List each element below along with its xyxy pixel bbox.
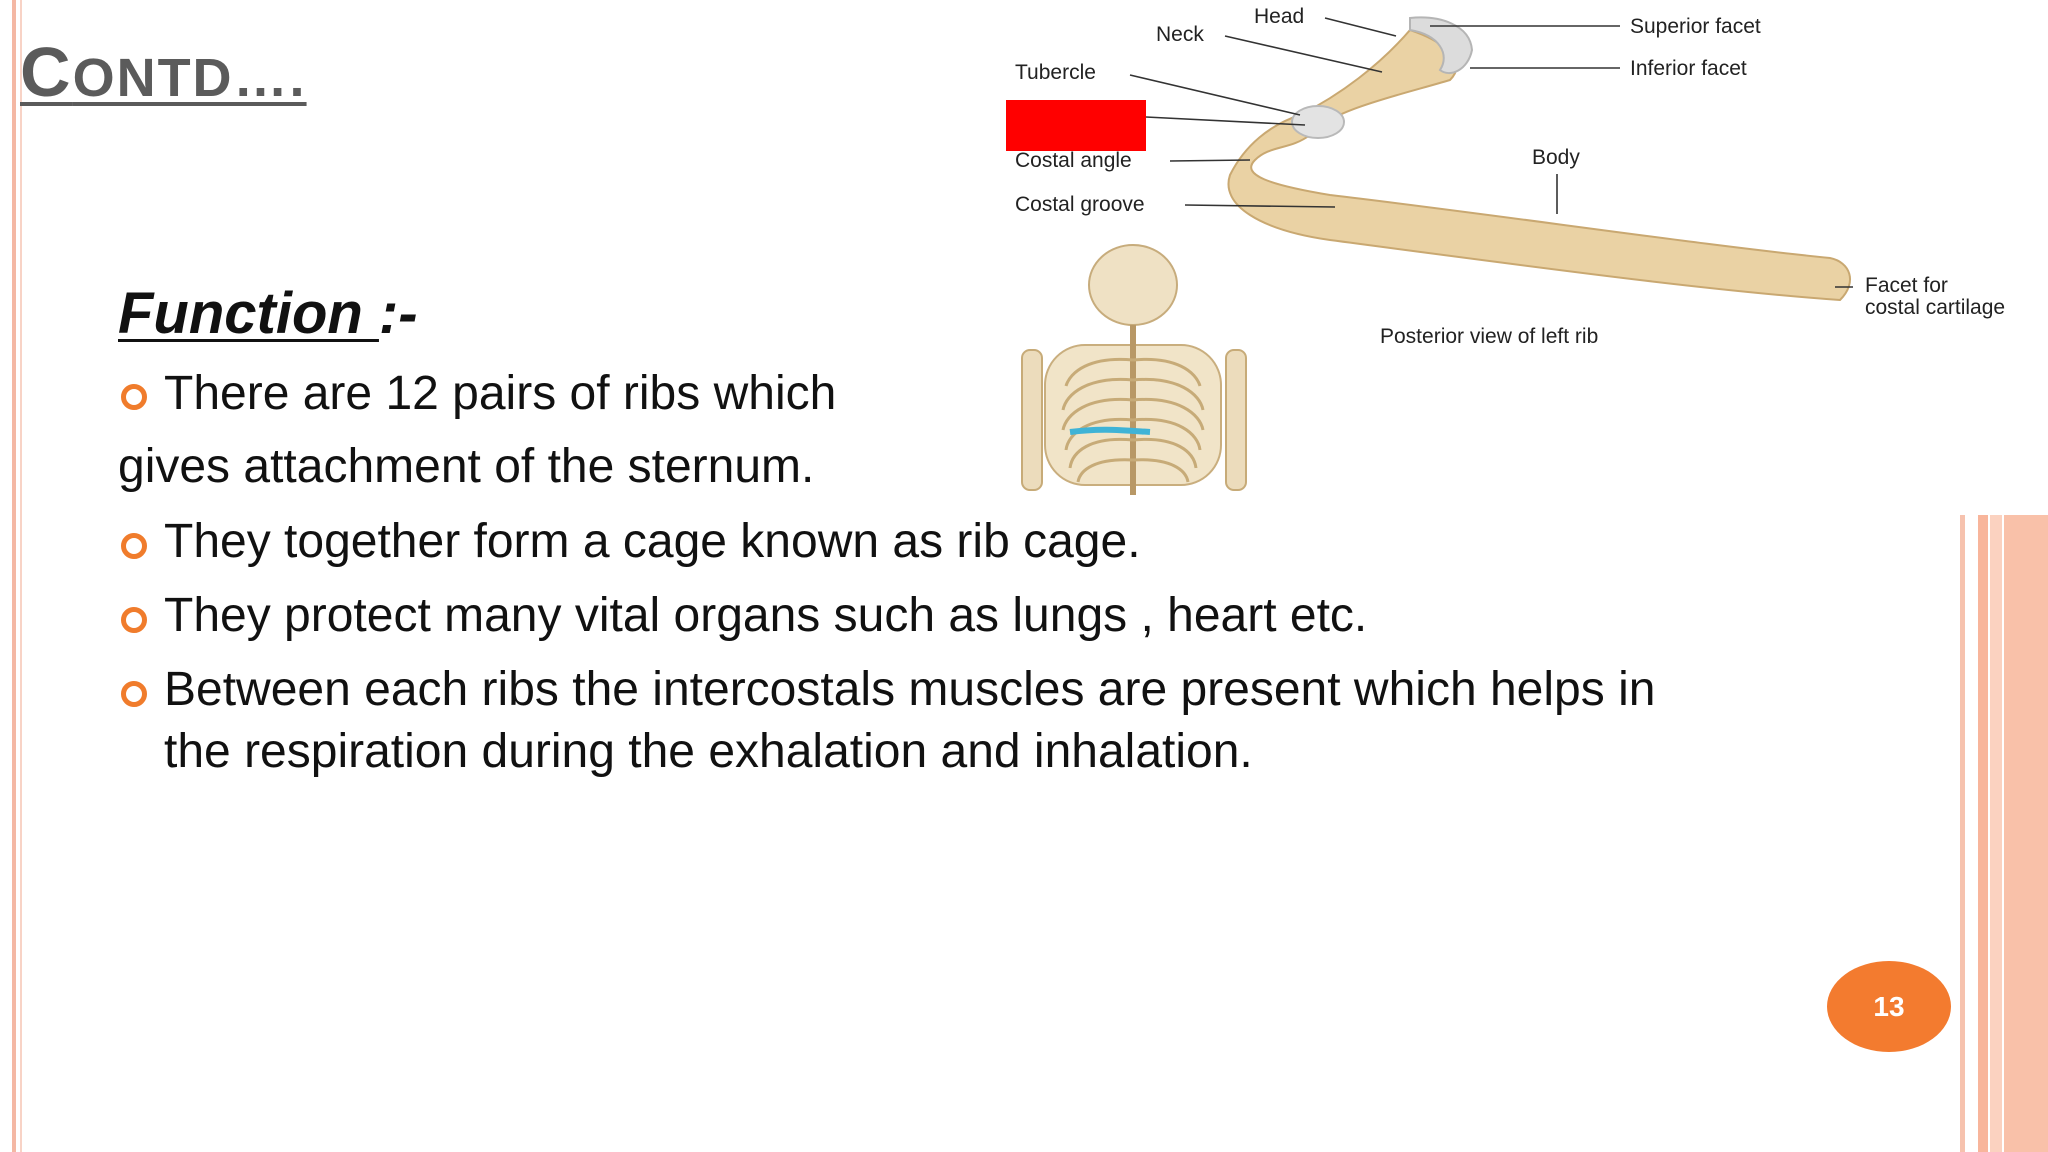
bullet-text: Between each ribs the intercostals muscl…	[164, 663, 1656, 716]
bullet-text: They together form a cage known as rib c…	[164, 515, 1141, 568]
figure-caption: Posterior view of left rib	[1380, 325, 1599, 348]
label-costal-groove: Costal groove	[1015, 193, 1145, 216]
bullet-text: There are 12 pairs of ribs which	[164, 367, 837, 420]
slide-title: CONTD….	[20, 32, 307, 112]
tubercle-facet-shape	[1291, 105, 1345, 139]
label-inferior-facet: Inferior facet	[1630, 57, 1747, 80]
bullet-text: They protect many vital organs such as l…	[164, 589, 1368, 642]
left-border	[0, 0, 22, 1152]
rib-illustration	[1021, 16, 1853, 495]
function-heading-suffix: :-	[378, 281, 418, 346]
page-number-text: 13	[1873, 990, 1905, 1022]
label-facet-line1: Facet for	[1865, 274, 1948, 297]
right-border-stripes	[1960, 515, 2048, 1152]
head-facets-shape	[1409, 16, 1474, 75]
label-facet-line2: costal cartilage	[1865, 296, 2006, 319]
bullet-marker-icon	[121, 533, 147, 559]
bullet-text-continuation: gives attachment of the sternum.	[118, 440, 815, 493]
label-superior-facet: Superior facet	[1630, 15, 1761, 38]
label-body: Body	[1532, 146, 1580, 169]
slide-title-text: CONTD….	[20, 33, 307, 111]
bullet-marker-icon	[121, 384, 147, 410]
bullet-marker-icon	[121, 681, 147, 707]
function-heading-text: Function	[118, 281, 379, 346]
label-head: Head	[1254, 5, 1305, 28]
function-heading: Function :-	[118, 280, 418, 347]
label-leader-lines	[1129, 17, 1853, 288]
label-costal-angle: Costal angle	[1015, 149, 1132, 172]
bullet-text-continuation: the respiration during the exhalation an…	[164, 725, 1253, 778]
label-neck: Neck	[1156, 23, 1204, 46]
redaction-box	[1006, 100, 1146, 151]
bullet-marker-icon	[121, 607, 147, 633]
label-tubercle: Tubercle	[1015, 61, 1096, 84]
skeleton-thumbnail	[1021, 244, 1247, 495]
page-number-badge: 13	[1827, 961, 1951, 1052]
